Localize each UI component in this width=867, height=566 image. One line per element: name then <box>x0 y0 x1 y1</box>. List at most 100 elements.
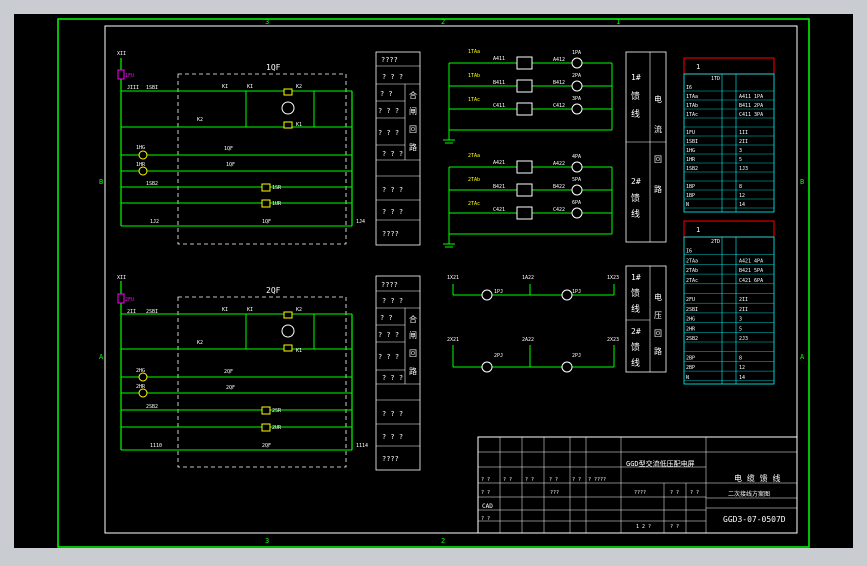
voltmeter-2b <box>561 361 573 373</box>
upper-contact-k2: K2 <box>296 84 302 90</box>
title-cell-9: ???? <box>634 490 646 496</box>
ct-2taa: 2TAa <box>468 153 480 159</box>
wire-a411: A411 <box>493 56 505 62</box>
title-cell-5: ??? <box>550 490 559 496</box>
title-line-2: 二次接线方案图 <box>728 490 770 498</box>
terminal-row-wire: B421 5PA <box>739 268 763 274</box>
terminal-row-device: N <box>686 375 689 381</box>
current-side-4: 路 <box>654 184 662 194</box>
wh-meter-4 <box>516 160 533 174</box>
volt-label-1pj-a: 1PJ <box>494 289 503 295</box>
current-side-3: 回 <box>654 155 662 164</box>
meter-label-b412: B412 <box>553 80 565 86</box>
upper-contact-k2b: K2 <box>197 117 203 123</box>
title-cell-2: ? ? <box>503 477 512 483</box>
upper-contact-qf2: 1QF <box>226 162 235 168</box>
meter-label-c412: C412 <box>553 103 565 109</box>
upper-label-jiii: JIII <box>127 85 139 91</box>
lower-side-3: 回 <box>409 349 417 358</box>
lower-label-xii: XII <box>117 275 126 281</box>
lower-label-2ii: 2II <box>127 309 136 315</box>
lower-relay-coil-k1 <box>283 344 293 352</box>
terminal-row-wire: 8 <box>739 355 742 361</box>
meter-4pa: 4PA <box>572 154 581 160</box>
terminal-row-device: N <box>686 202 689 208</box>
current-feeder2-line3: 线 <box>631 208 640 220</box>
voltmeter-1b <box>561 289 573 301</box>
title-cell-14: ? ? <box>670 524 679 530</box>
terminal-upper-sub: 1TD <box>711 76 720 82</box>
terminal-row-wire: 8 <box>739 184 742 190</box>
ct-1tab: 1TAb <box>468 73 480 79</box>
upper-desc-box: ???? ? ? ? ? ? ? ? ? ? ? ? ? ? ? ? ? ? ?… <box>375 51 421 246</box>
title-cell-13: 1 2 ? <box>636 524 651 530</box>
lower-contact-qf1: 2QF <box>224 369 233 375</box>
upper-label-sb2: 1SB2 <box>146 181 158 187</box>
lower-fuse <box>117 293 125 304</box>
title-cell-3: ? ? <box>525 477 534 483</box>
voltage-circuit: 1X21 1A22 1X23 1PJ 1PJ 2X21 2A22 2X23 2P… <box>447 275 619 373</box>
wire-b411: B411 <box>493 80 505 86</box>
upper-contact-k1b: KI <box>247 84 253 90</box>
lower-control-circuit: 2QF XII 2FU 2II 2SBI 2HG 2HR 2SB2 1110 1… <box>117 275 421 471</box>
current-feeder1-line2: 馈 <box>631 90 640 102</box>
voltage-side-2: 压 <box>654 311 662 320</box>
upper-coil-ur-label: 1UR <box>272 201 282 207</box>
meter-label-c422: C422 <box>553 207 565 213</box>
lower-coil-ur <box>261 423 271 432</box>
meter-label-a412: A412 <box>553 57 565 63</box>
upper-side-1: 合 <box>409 90 417 100</box>
upper-label-sb1: 1SBI <box>146 85 158 91</box>
drawing-sheet <box>14 14 853 548</box>
wh-meter-2 <box>516 79 533 93</box>
lower-desc-line-1: ???? <box>381 281 398 289</box>
voltage-feeder1-line1: 1# <box>631 273 641 282</box>
terminal-row-device: 1BP <box>686 184 695 190</box>
ammeter-3pa <box>571 103 583 115</box>
title-cell-4: ? ? <box>549 477 558 483</box>
terminal-row-wire: 2II <box>739 139 748 145</box>
terminal-row-wire: 2II <box>739 307 748 313</box>
current-feeder-box: 1# 馈 线 2# 馈 线 电 流 回 路 <box>625 51 667 243</box>
wire-c421: C421 <box>493 207 505 213</box>
title-cell-8: ? ? <box>481 490 490 496</box>
upper-relay-coil-k2 <box>283 88 293 96</box>
upper-label-hr: 1HR <box>136 162 146 168</box>
terminal-row-device: 2TAb <box>686 268 698 274</box>
meter-6pa: 6PA <box>572 200 581 206</box>
upper-contact-qf3: 1QF <box>262 219 271 225</box>
meter-5pa: 5PA <box>572 177 581 183</box>
terminal-row-device: 1SBI <box>686 139 698 145</box>
lower-dashed-box <box>177 296 347 468</box>
terminal-row-wire: 5 <box>739 157 742 163</box>
lower-coil-sr <box>261 406 271 415</box>
wh-meter-3 <box>516 102 533 116</box>
upper-side-3: 回 <box>409 125 417 134</box>
title-cell-10: ? ? <box>670 490 679 496</box>
upper-desc-line-2: ? ? ? <box>382 73 403 81</box>
terminal-row-wire: 14 <box>739 375 745 381</box>
upper-contact-k1a: KI <box>222 84 228 90</box>
zone-right-a: A <box>800 353 805 361</box>
upper-label-fu: 1FU <box>125 73 134 79</box>
lower-contact-qf3: 2QF <box>262 443 271 449</box>
voltage-feeder1-line3: 线 <box>631 303 640 315</box>
volt-label-1a22: 1A22 <box>522 275 534 281</box>
lower-breaker-label: 2QF <box>266 286 281 295</box>
upper-green-lamp <box>138 150 148 160</box>
voltage-feeder2-line3: 线 <box>631 357 640 369</box>
current-feeder1-line3: 线 <box>631 108 640 120</box>
current-feeder1-line1: 1# <box>631 73 641 82</box>
ammeter-6pa <box>571 207 583 219</box>
inner-border <box>104 25 798 534</box>
lower-contact-k1c: K1 <box>296 348 302 354</box>
upper-relay-coil-k1 <box>283 121 293 129</box>
terminal-row-wire: C421 6PA <box>739 278 763 284</box>
ct-2tab: 2TAb <box>468 177 480 183</box>
terminal-row-wire: A421 4PA <box>739 258 763 264</box>
upper-coil-ur <box>261 199 271 208</box>
terminal-row-wire: 14 <box>739 202 745 208</box>
zone-top-3: 3 <box>265 18 269 26</box>
